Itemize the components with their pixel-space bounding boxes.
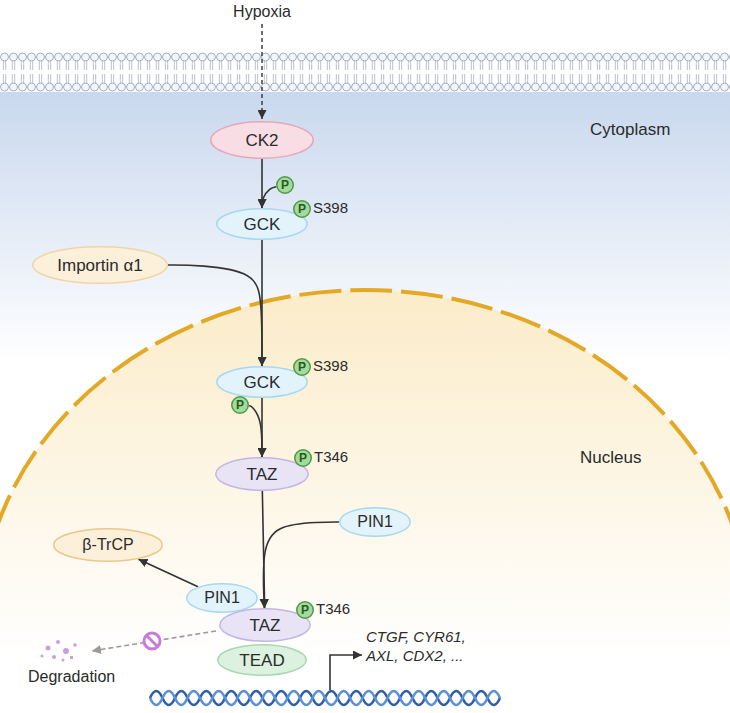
phosphate-circle-shape [232,397,249,414]
cell-membrane [0,52,730,92]
phosphate-circle-shape [294,359,311,376]
phosphate-text: P [236,399,244,411]
nuclear-envelope [0,290,730,713]
phosphate-circle: P [231,396,249,414]
phosphate-text: P [298,361,306,373]
phosphate-circle: P [294,449,312,467]
site-label: S398 [313,199,348,218]
phosphate-text: P [299,452,307,464]
protein-ellipse: Importin α1 [32,246,168,284]
protein-name: TAZ [250,617,281,634]
protein-ellipse: PIN1 [186,583,258,613]
dna-strand [150,691,500,705]
phosphate-text: P [298,203,306,215]
protein-name: GCK [244,374,281,391]
ellipse-shape [218,645,307,676]
phosphate-circle: P [293,200,311,218]
dna-strand [150,691,500,705]
nucleus-fill [0,290,730,713]
ellipse-shape [54,529,163,562]
pathway-arrow [138,559,198,587]
protein-ellipse: CK2 [210,121,314,159]
compartment-label: Cytoplasm [590,119,670,140]
ellipse-shape [217,209,308,240]
protein-name: Importin α1 [57,257,142,274]
pathway-arrow [168,265,262,366]
degradation-fragments [41,640,77,662]
site-label: S398 [313,357,348,376]
degradation-arrow [92,631,216,651]
phosphate-circle: P [296,601,314,619]
phosphate-text: P [281,179,289,191]
ellipse-shape [220,609,311,642]
protein-name: PIN1 [357,514,393,530]
site-label: T346 [316,600,350,619]
inhibition-symbol [144,633,160,649]
phosphate-circle: P [276,176,294,194]
protein-ellipse: TAZ [215,457,309,491]
phosphate-circle-shape [277,177,294,194]
protein-name: PIN1 [204,590,240,606]
phosphate-circle: P [293,358,311,376]
protein-ellipse: PIN1 [339,507,411,537]
protein-ellipse: TEAD [217,644,307,676]
ellipse-shape [33,247,168,284]
process-label: Degradation [28,667,115,687]
protein-name: β-TrCP [82,537,133,553]
ellipse-shape [211,122,314,159]
ellipse-shape [187,584,258,613]
phosphate-circle-shape [294,201,311,218]
gene-list: CTGF, CYR61, AXL, CDX2, ... [366,628,484,666]
protein-name: CK2 [245,132,278,149]
protein-name: GCK [244,216,281,233]
compartment-label: Nucleus [580,447,641,468]
pathway-arrow [249,406,262,457]
ellipse-shape [217,367,308,398]
phosphate-circle-shape [295,450,312,467]
site-label: T346 [314,448,348,467]
phosphate-circle-shape [297,602,314,619]
phosphate-text: P [301,604,309,616]
pathway-arrow [263,522,339,608]
protein-name: TEAD [239,652,284,669]
hypoxia-arrow [261,24,262,119]
transcription-arrow [330,655,362,690]
pathway-arrow [262,187,276,208]
protein-name: TAZ [247,466,278,483]
ellipse-shape [216,458,309,491]
stimulus-label: Hypoxia [233,2,291,22]
ellipse-shape [340,508,411,537]
protein-ellipse: β-TrCP [53,528,163,562]
